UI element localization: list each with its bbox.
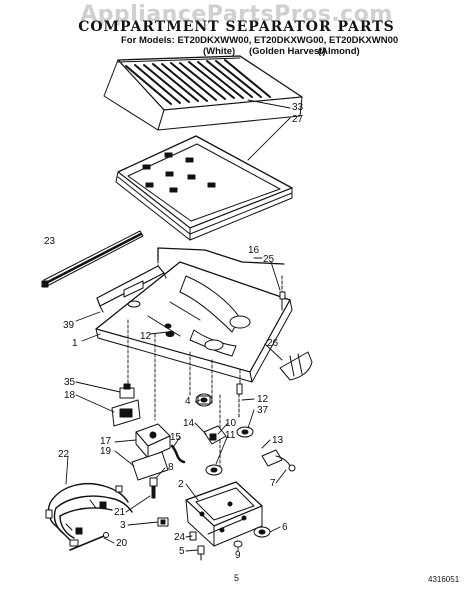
callout-7: 7	[270, 478, 276, 489]
callout-37: 37	[257, 405, 269, 416]
finish-almond-label: (Almond)	[318, 46, 360, 57]
callout-33: 33	[292, 102, 304, 113]
callout-2: 2	[178, 479, 184, 490]
finish-white-label: (White)	[203, 46, 236, 57]
control-housing-part	[135, 423, 171, 459]
page-number: 5	[234, 573, 240, 583]
callout-16: 16	[248, 245, 260, 256]
connector-part	[261, 449, 296, 472]
callout-18: 18	[64, 390, 76, 401]
watermark: AppliancePartsPros.com	[80, 2, 393, 27]
callout-4: 4	[185, 396, 191, 407]
callout-6: 6	[282, 522, 288, 533]
callout-13: 13	[272, 435, 284, 446]
callout-21: 21	[114, 507, 126, 518]
damper-motor-part	[195, 393, 213, 407]
finish-golden-harvest-label: (Golden Harvest)	[249, 46, 326, 57]
callout-12-top: 12	[140, 331, 152, 342]
switch-assembly-part	[203, 425, 227, 476]
wiring-harness-part	[45, 482, 133, 547]
callout-1: 1	[72, 338, 78, 349]
screw-37-part	[236, 383, 254, 438]
tube-part	[170, 444, 186, 464]
callout-24: 24	[174, 532, 186, 543]
document-number: 4316051	[428, 575, 460, 584]
callout-35: 35	[64, 377, 76, 388]
callout-5: 5	[179, 546, 185, 557]
callout-3: 3	[120, 520, 126, 531]
callout-22: 22	[58, 449, 70, 460]
callout-12-mid: 12	[257, 394, 269, 405]
control-knob-part	[111, 383, 141, 427]
callout-labels: 33 27 23 16 25 39 12 1 26 35 18 12 4 37 …	[44, 102, 304, 561]
shelf-grille-part	[103, 55, 303, 131]
screw-25-part	[279, 275, 286, 311]
callout-19: 19	[100, 446, 112, 457]
connector-block-part	[157, 517, 169, 527]
trim-strip-part	[41, 230, 144, 288]
callout-11: 11	[225, 430, 236, 441]
callout-10: 10	[225, 418, 237, 429]
bracket-19-part	[131, 451, 169, 499]
callout-27: 27	[292, 114, 304, 125]
separator-cover-part	[115, 135, 293, 241]
callout-9: 9	[235, 550, 241, 561]
callout-39: 39	[63, 320, 75, 331]
callout-15: 15	[170, 432, 182, 443]
page-title: COMPARTMENT SEPARATOR PARTS	[78, 19, 395, 35]
callout-25: 25	[263, 254, 275, 265]
grommet-part	[233, 526, 271, 548]
callout-20: 20	[116, 538, 128, 549]
separator-base-part	[95, 261, 293, 383]
housing-box-part	[185, 481, 263, 547]
callout-8: 8	[168, 462, 174, 473]
model-numbers: For Models: ET20DKXWW00, ET20DKXWG00, ET…	[121, 35, 399, 46]
callout-23: 23	[44, 236, 56, 247]
probe-wire-part	[69, 532, 109, 551]
foam-block-part	[279, 351, 313, 381]
callout-14: 14	[183, 418, 195, 429]
callout-26: 26	[267, 338, 279, 349]
callout-17: 17	[100, 436, 112, 447]
